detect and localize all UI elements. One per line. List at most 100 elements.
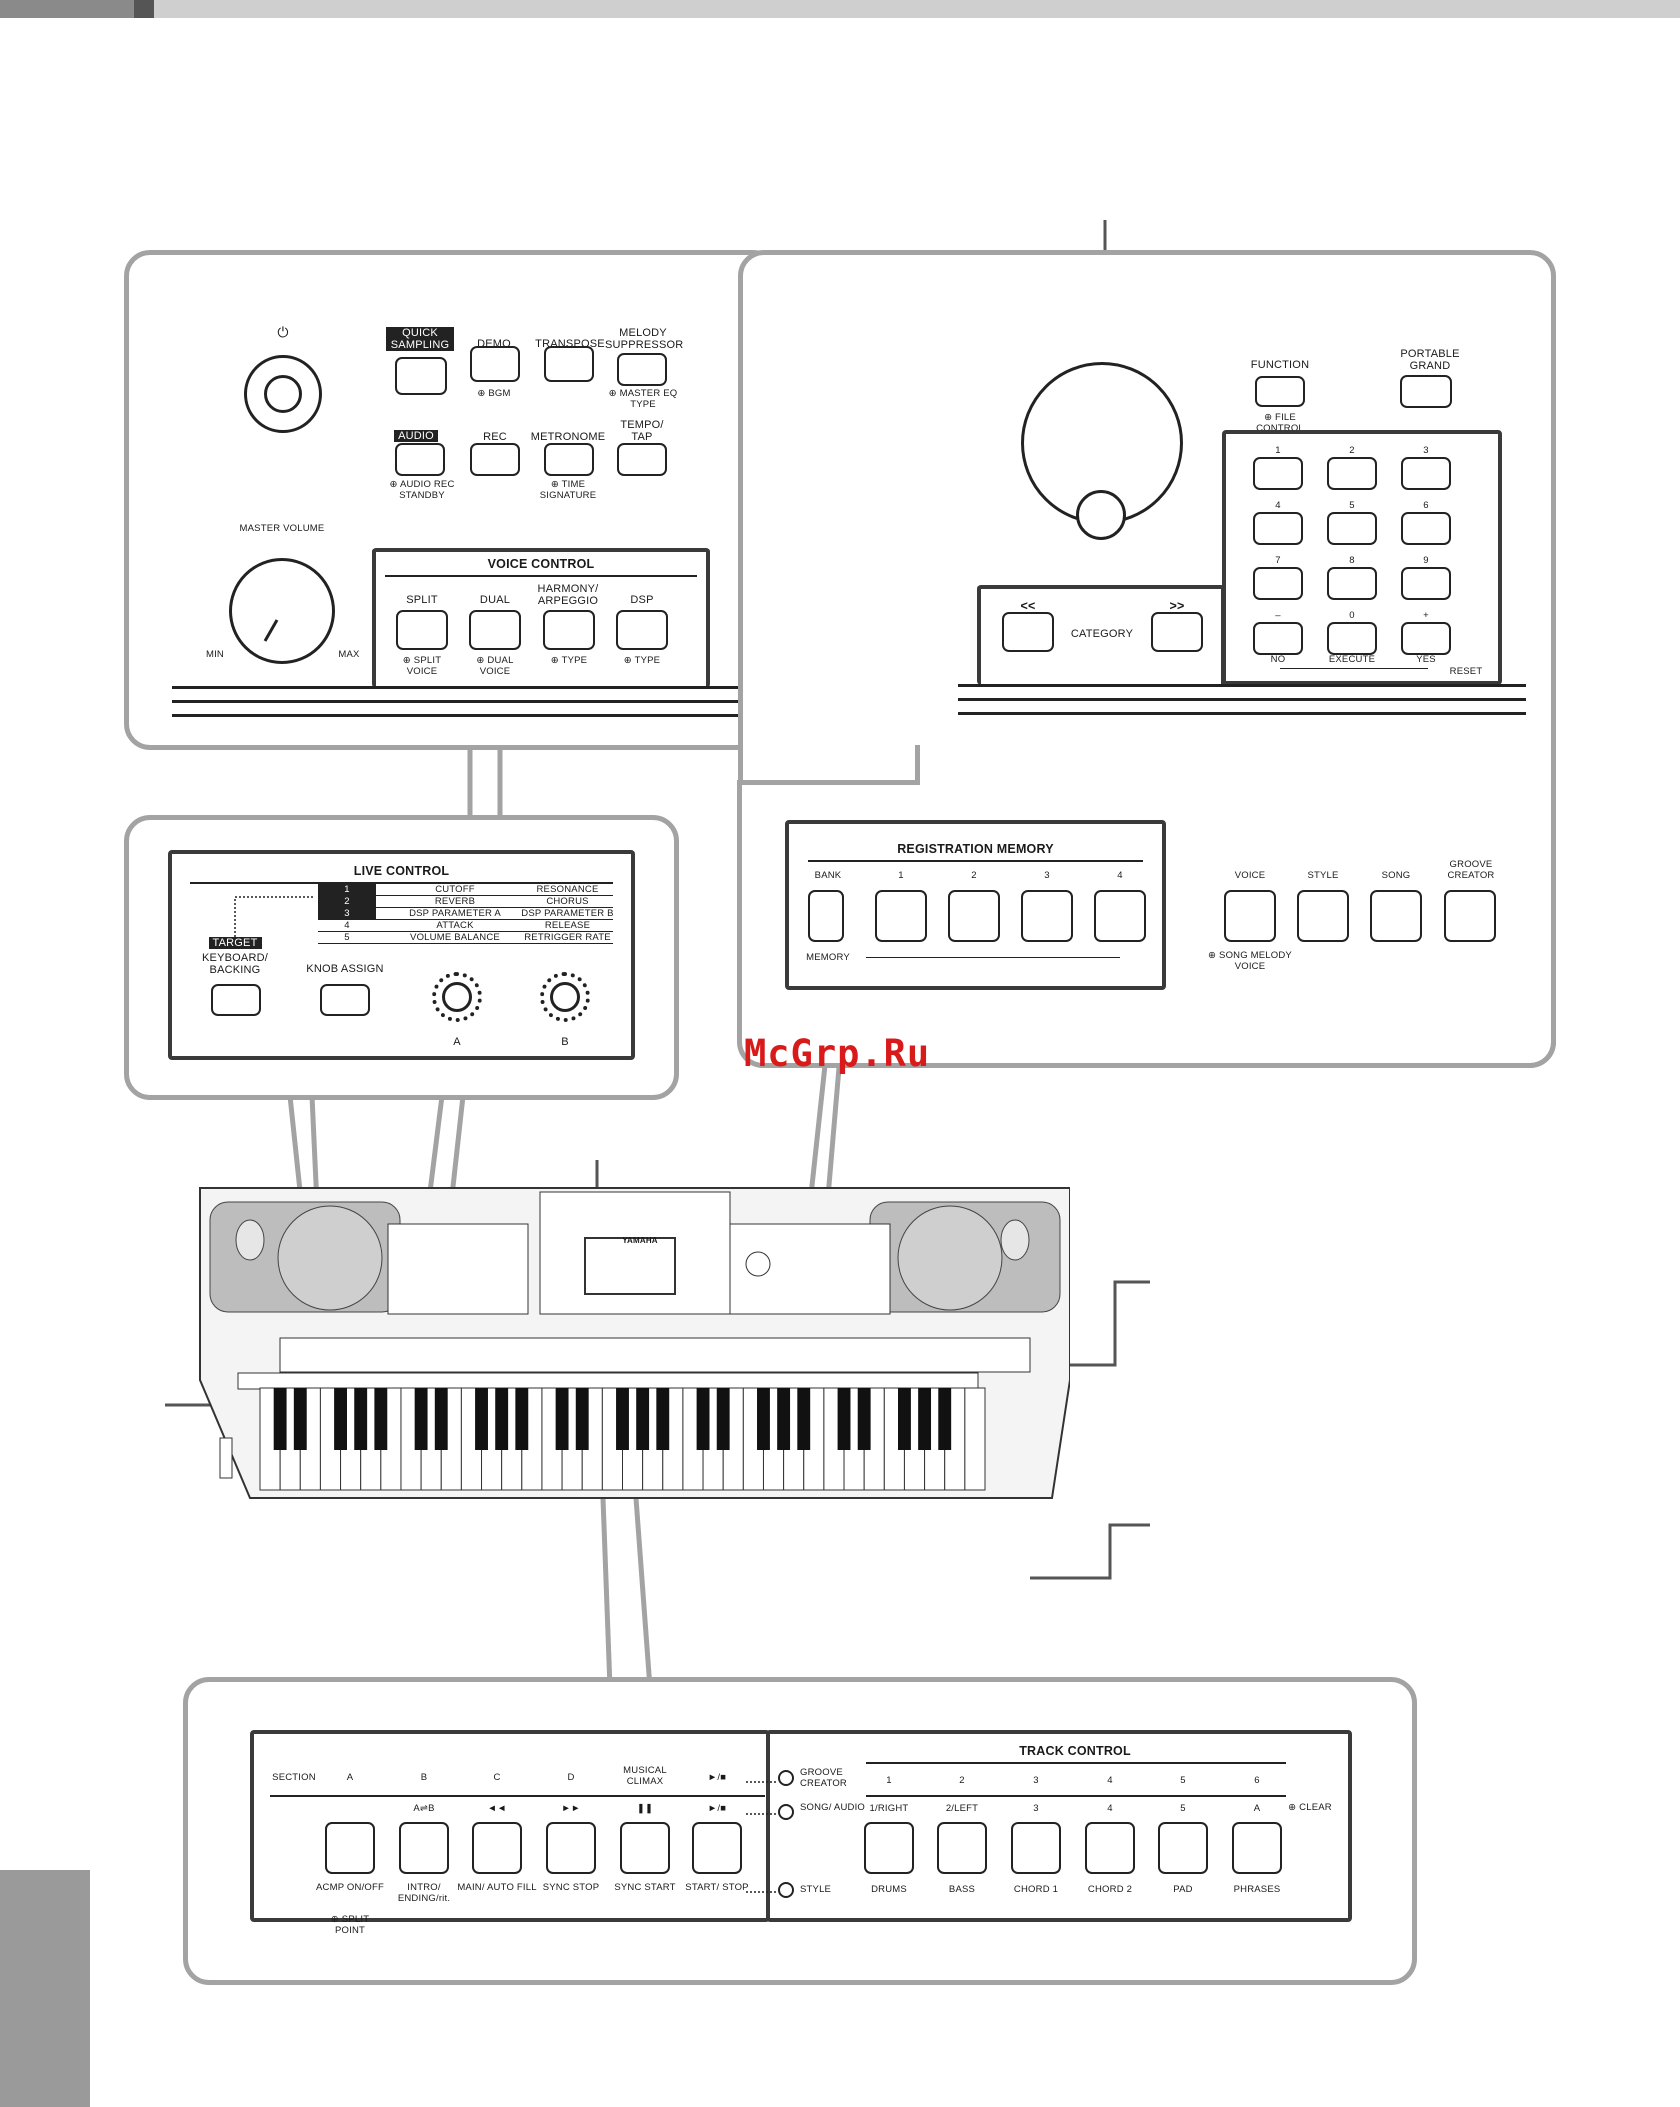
groove-creator-mode-label: GROOVE CREATOR	[800, 1767, 847, 1789]
right-rule-3	[958, 712, 1526, 715]
callout-step-vertical	[915, 745, 920, 785]
registration-number-label: 2	[971, 870, 977, 881]
top-margin-bar-dark	[0, 0, 134, 18]
voice-button[interactable]	[1224, 890, 1276, 942]
panel-rule-2	[172, 700, 738, 703]
dual-button[interactable]	[469, 610, 521, 650]
bank-label: BANK	[814, 870, 842, 881]
category-prev-button[interactable]	[1002, 612, 1054, 652]
metronome-button[interactable]	[544, 443, 594, 476]
track-button-4[interactable]	[1085, 1822, 1135, 1874]
audio-sub-label: ⊕ AUDIO REC STANDBY	[389, 479, 455, 501]
no-label: NO	[1270, 654, 1286, 665]
numpad-key-label: 8	[1349, 555, 1355, 566]
numpad-key-9[interactable]	[1253, 622, 1303, 655]
category-next-button[interactable]	[1151, 612, 1203, 652]
numpad-key-label: 3	[1423, 445, 1429, 456]
numpad-key-7[interactable]	[1327, 567, 1377, 600]
audio-button[interactable]	[395, 443, 445, 476]
knob-assign-button[interactable]	[320, 984, 370, 1016]
dsp-button[interactable]	[616, 610, 668, 650]
numpad-key-8[interactable]	[1401, 567, 1451, 600]
quick-sampling-button[interactable]	[395, 357, 447, 395]
song-button[interactable]	[1370, 890, 1422, 942]
voice-sub-label: ⊕ SONG MELODY VOICE	[1208, 950, 1292, 972]
numpad-key-10[interactable]	[1327, 622, 1377, 655]
split-button[interactable]	[396, 610, 448, 650]
section-item-3: D	[567, 1772, 575, 1783]
function-label: FUNCTION	[1250, 359, 1310, 371]
track-button-3[interactable]	[1011, 1822, 1061, 1874]
memory-bracket	[866, 957, 1120, 958]
bank-button[interactable]	[808, 890, 844, 942]
track-button-5[interactable]	[1158, 1822, 1208, 1874]
reset-label: RESET	[1449, 666, 1483, 677]
live-control-row-line	[318, 907, 613, 908]
numpad-key-5[interactable]	[1401, 512, 1451, 545]
keyboard-backing-label: KEYBOARD/ BACKING	[202, 952, 268, 976]
registration-number-label: 1	[898, 870, 904, 881]
demo-button[interactable]	[470, 346, 520, 382]
registration-button-3[interactable]	[1021, 890, 1073, 942]
track-bottom-label: CHORD 1	[1013, 1884, 1059, 1895]
live-control-divider	[190, 882, 613, 884]
master-volume-knob[interactable]	[229, 558, 335, 664]
registration-button-4[interactable]	[1094, 890, 1146, 942]
registration-button-2[interactable]	[948, 890, 1000, 942]
live-control-row-b: RETRIGGER RATE	[524, 932, 611, 943]
style-button-3[interactable]	[546, 1822, 596, 1874]
style-button-5[interactable]	[692, 1822, 742, 1874]
harmony-sub-label: ⊕ TYPE	[550, 655, 588, 666]
track-bottom-label: PHRASES	[1233, 1884, 1281, 1895]
rec-button[interactable]	[470, 443, 520, 476]
portable-grand-button[interactable]	[1400, 375, 1452, 408]
track-mid-label: 2/LEFT	[945, 1803, 979, 1814]
live-control-row-b: RELEASE	[544, 920, 591, 931]
groove-creator-label: GROOVE CREATOR	[1447, 859, 1495, 881]
section-label: SECTION	[272, 1772, 316, 1783]
melody-suppressor-button[interactable]	[617, 353, 667, 386]
groove-creator-button[interactable]	[1444, 890, 1496, 942]
style-button-label: INTRO/ ENDING/rit.	[397, 1882, 451, 1904]
track-top-label: 4	[1107, 1775, 1113, 1786]
execute-label: EXECUTE	[1328, 654, 1376, 665]
numpad-key-0[interactable]	[1253, 457, 1303, 490]
tempo-tap-button[interactable]	[617, 443, 667, 476]
track-button-2[interactable]	[937, 1822, 987, 1874]
numpad-key-11[interactable]	[1401, 622, 1451, 655]
numpad-key-1[interactable]	[1327, 457, 1377, 490]
style-button[interactable]	[1297, 890, 1349, 942]
keyboard-backing-button[interactable]	[211, 984, 261, 1016]
track-button-6[interactable]	[1232, 1822, 1282, 1874]
style-button-label: START/ STOP	[685, 1882, 749, 1893]
function-button[interactable]	[1255, 376, 1305, 407]
numpad-key-4[interactable]	[1327, 512, 1377, 545]
registration-button-1[interactable]	[875, 890, 927, 942]
dsp-sub-label: ⊕ TYPE	[623, 655, 661, 666]
live-control-row-a: ATTACK	[436, 920, 474, 931]
audio-label: AUDIO	[389, 430, 443, 442]
track-mid-label: A	[1253, 1803, 1261, 1814]
live-control-row-line	[318, 895, 613, 896]
live-control-row-number: 4	[344, 920, 350, 931]
power-icon: ⏻	[277, 324, 289, 340]
transpose-button[interactable]	[544, 346, 594, 382]
style-button-2[interactable]	[472, 1822, 522, 1874]
numpad-key-6[interactable]	[1253, 567, 1303, 600]
yes-label: YES	[1416, 654, 1436, 665]
numpad-key-label: 2	[1349, 445, 1355, 456]
numpad-key-3[interactable]	[1253, 512, 1303, 545]
split-sub-label: ⊕ SPLIT VOICE	[402, 655, 442, 677]
memory-label: MEMORY	[806, 952, 850, 963]
track-mid-label: 3	[1033, 1803, 1039, 1814]
category-next-icon: >>	[1169, 599, 1185, 613]
function-sub-label: ⊕ FILE CONTROL	[1256, 412, 1304, 434]
track-button-1[interactable]	[864, 1822, 914, 1874]
metronome-sub-label: ⊕ TIME SIGNATURE	[539, 479, 597, 501]
track-top-label: 3	[1033, 1775, 1039, 1786]
harmony-arpeggio-button[interactable]	[543, 610, 595, 650]
style-button-4[interactable]	[620, 1822, 670, 1874]
numpad-key-2[interactable]	[1401, 457, 1451, 490]
style-button-1[interactable]	[399, 1822, 449, 1874]
style-button-0[interactable]	[325, 1822, 375, 1874]
